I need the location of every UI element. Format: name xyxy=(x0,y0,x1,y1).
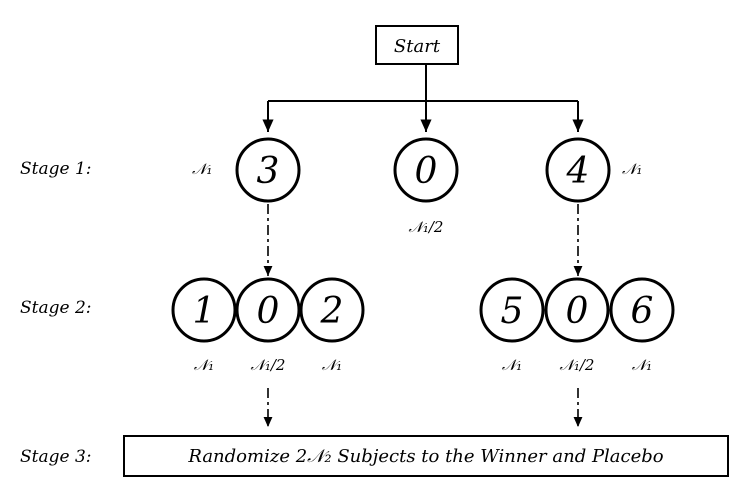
stage-2-label: Stage 2: xyxy=(20,298,92,318)
n1-half-label: 𝒩₁/2 xyxy=(409,218,444,236)
stage1-node-center: 0 xyxy=(393,137,459,203)
stage1-to-stage2-arrows xyxy=(263,204,583,276)
stage-1-label: Stage 1: xyxy=(20,159,92,179)
node-value: 0 xyxy=(415,151,438,192)
start-connectors xyxy=(262,64,584,132)
start-box: Start xyxy=(375,25,459,65)
n1-label: 𝒩₁ xyxy=(192,160,212,178)
stage1-node-right: 4 xyxy=(545,137,611,203)
n1-label: 𝒩₁ xyxy=(322,356,342,374)
n1-half-label: 𝒩₁/2 xyxy=(251,356,286,374)
n1-label: 𝒩₁ xyxy=(622,160,642,178)
node-value: 4 xyxy=(566,151,590,192)
node-value: 5 xyxy=(501,291,524,332)
stage2-to-stage3-arrows xyxy=(263,388,583,427)
node-value: 6 xyxy=(631,291,654,332)
stage-3-label: Stage 3: xyxy=(20,447,92,467)
stage1-node-left: 3 xyxy=(235,137,301,203)
n1-label: 𝒩₁ xyxy=(632,356,652,374)
n1-label: 𝒩₁ xyxy=(194,356,214,374)
node-value: 2 xyxy=(320,291,344,332)
node-value: 0 xyxy=(566,291,589,332)
n1-half-label: 𝒩₁/2 xyxy=(560,356,595,374)
final-box-text: Randomize 2𝒩₂ Subjects to the Winner and… xyxy=(187,446,663,467)
node-value: 0 xyxy=(257,291,280,332)
n1-label: 𝒩₁ xyxy=(502,356,522,374)
node-value: 3 xyxy=(257,151,280,192)
start-label: Start xyxy=(394,36,441,57)
node-value: 1 xyxy=(193,291,216,332)
stage2-right-group: 5 0 6 xyxy=(479,277,675,343)
final-box: Randomize 2𝒩₂ Subjects to the Winner and… xyxy=(123,435,729,477)
stage2-left-group: 1 0 2 xyxy=(171,277,365,343)
